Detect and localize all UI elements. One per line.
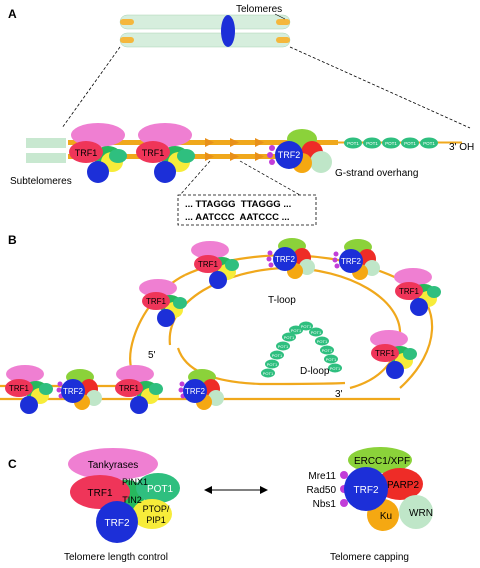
pot1-label: POT1 [147, 484, 174, 495]
strand-trf2-complex: TRF2 [56, 369, 102, 410]
svg-text:POT1: POT1 [404, 141, 416, 146]
trf1-blob [69, 141, 103, 163]
tin2-label: TIN2 [122, 495, 142, 505]
length-control-complex: Tankyrases POT1 PTOP/ PIP1 TRF1 PINX1 TI… [68, 448, 180, 543]
svg-text:TRF2: TRF2 [185, 387, 206, 396]
loop-trf2-complex: TRF2 [266, 238, 315, 279]
svg-text:TRF1: TRF1 [9, 384, 30, 393]
ku-label: Ku [380, 511, 392, 522]
svg-text:TRF2: TRF2 [275, 255, 296, 264]
ptop-label: PTOP/ [143, 504, 170, 514]
trf2-blob [96, 501, 138, 543]
trf2-complex: TRF2 [267, 129, 332, 173]
svg-text:POT1: POT1 [272, 353, 283, 358]
rad50-label: Rad50 [307, 485, 337, 496]
nbs1-label: Nbs1 [313, 499, 337, 510]
panel-b-letter: B [8, 233, 17, 247]
svg-text:TRF1: TRF1 [146, 297, 167, 306]
shelterin-complex-2: TRF1 [136, 123, 195, 183]
loop-trf2-complex: TRF2 [332, 239, 380, 280]
loop-trf1-complex: TRF1 [139, 279, 187, 327]
strand-trf1-complex: TRF1 [5, 365, 53, 414]
three-oh-label: 3' OH [449, 142, 474, 153]
svg-text:POT1: POT1 [311, 330, 322, 335]
svg-text:POT1: POT1 [301, 324, 312, 329]
trf1-label: TRF1 [88, 488, 113, 499]
subtelomeres-label: Subtelomeres [10, 176, 72, 187]
strand-trf2-complex: TRF2 [178, 369, 224, 410]
sequence-bottom: ... AATCCC AATCCC ... [185, 212, 290, 223]
trf2-label: TRF2 [278, 150, 301, 160]
subtelomere-block [26, 153, 66, 163]
subtelomere-block [26, 138, 66, 148]
trf2-label: TRF2 [105, 518, 130, 529]
length-control-caption: Telomere length control [64, 552, 168, 563]
t-loop-label: T-loop [268, 295, 296, 306]
svg-text:POT1: POT1 [385, 141, 397, 146]
wrn-label: WRN [409, 508, 433, 519]
d-loop-label: D-loop [300, 366, 330, 377]
capping-caption: Telomere capping [330, 552, 409, 563]
g-strand-overhang-label: G-strand overhang [335, 168, 418, 179]
svg-text:TRF1: TRF1 [119, 384, 140, 393]
svg-text:TRF1: TRF1 [198, 260, 219, 269]
svg-text:POT1: POT1 [322, 348, 333, 353]
shelterin-complex-1: TRF1 [69, 123, 127, 183]
svg-text:POT1: POT1 [347, 141, 359, 146]
pip1-label: PIP1 [146, 515, 166, 525]
panel-a-letter: A [8, 7, 17, 21]
tankyrases-blob [68, 448, 158, 480]
trf2-blob [275, 141, 303, 169]
pinx1-label: PINX1 [122, 477, 148, 487]
five-prime-label: 5' [148, 350, 156, 361]
trf2-blob [344, 467, 388, 511]
d-loop-pot1: POT1 POT1 POT1 POT1 POT1 POT1 POT1 POT1 … [261, 321, 342, 378]
chromosome [119, 14, 291, 48]
tankyrases-label: Tankyrases [88, 460, 139, 471]
svg-text:TRF1: TRF1 [375, 349, 396, 358]
svg-text:POT1: POT1 [267, 362, 278, 367]
telomeres-label: Telomeres [236, 4, 282, 15]
svg-text:TRF1: TRF1 [399, 287, 420, 296]
ercc1-label: ERCC1/XPF [354, 456, 410, 467]
svg-text:TRF2: TRF2 [341, 257, 362, 266]
svg-text:POT1: POT1 [263, 371, 274, 376]
pot1-beads: POT1 POT1 POT1 POT1 POT1 [344, 137, 438, 149]
svg-text:POT1: POT1 [317, 339, 328, 344]
svg-text:POT1: POT1 [330, 366, 341, 371]
sequence-top: ... TTAGGG TTAGGG ... [185, 199, 291, 210]
trf2-blob [87, 161, 109, 183]
trf1-label: TRF1 [75, 148, 98, 158]
svg-text:POT1: POT1 [278, 344, 289, 349]
centromere [221, 15, 235, 47]
wrn-blob [399, 495, 433, 529]
svg-text:POT1: POT1 [284, 335, 295, 340]
ptop-blob [132, 499, 172, 529]
svg-text:POT1: POT1 [423, 141, 435, 146]
strand-trf1-complex: TRF1 [115, 365, 163, 414]
pot1-blob [136, 473, 180, 503]
svg-text:TRF2: TRF2 [63, 387, 84, 396]
trf1-blob [70, 475, 130, 509]
capping-complex: ERCC1/XPF PARP2 WRN Ku TRF2 [340, 447, 433, 531]
svg-text:POT1: POT1 [326, 357, 337, 362]
parp2-label: PARP2 [387, 480, 419, 491]
sequence-box [177, 194, 317, 226]
svg-text:POT1: POT1 [291, 328, 302, 333]
trf2-label: TRF2 [354, 485, 379, 496]
loop-trf1-complex: TRF1 [394, 268, 441, 316]
double-arrow [204, 486, 268, 494]
ercc1-blob [348, 447, 412, 473]
tankyrase [71, 123, 125, 147]
mre11-label: Mre11 [308, 471, 336, 482]
loop-trf1-complex: TRF1 [191, 241, 239, 289]
three-prime-label: 3' [335, 389, 343, 400]
loop-trf1-complex: TRF1 [370, 330, 417, 379]
parp2-blob [377, 468, 423, 500]
panel-c-letter: C [8, 457, 17, 471]
trf1-label: TRF1 [142, 148, 165, 158]
svg-text:POT1: POT1 [366, 141, 378, 146]
